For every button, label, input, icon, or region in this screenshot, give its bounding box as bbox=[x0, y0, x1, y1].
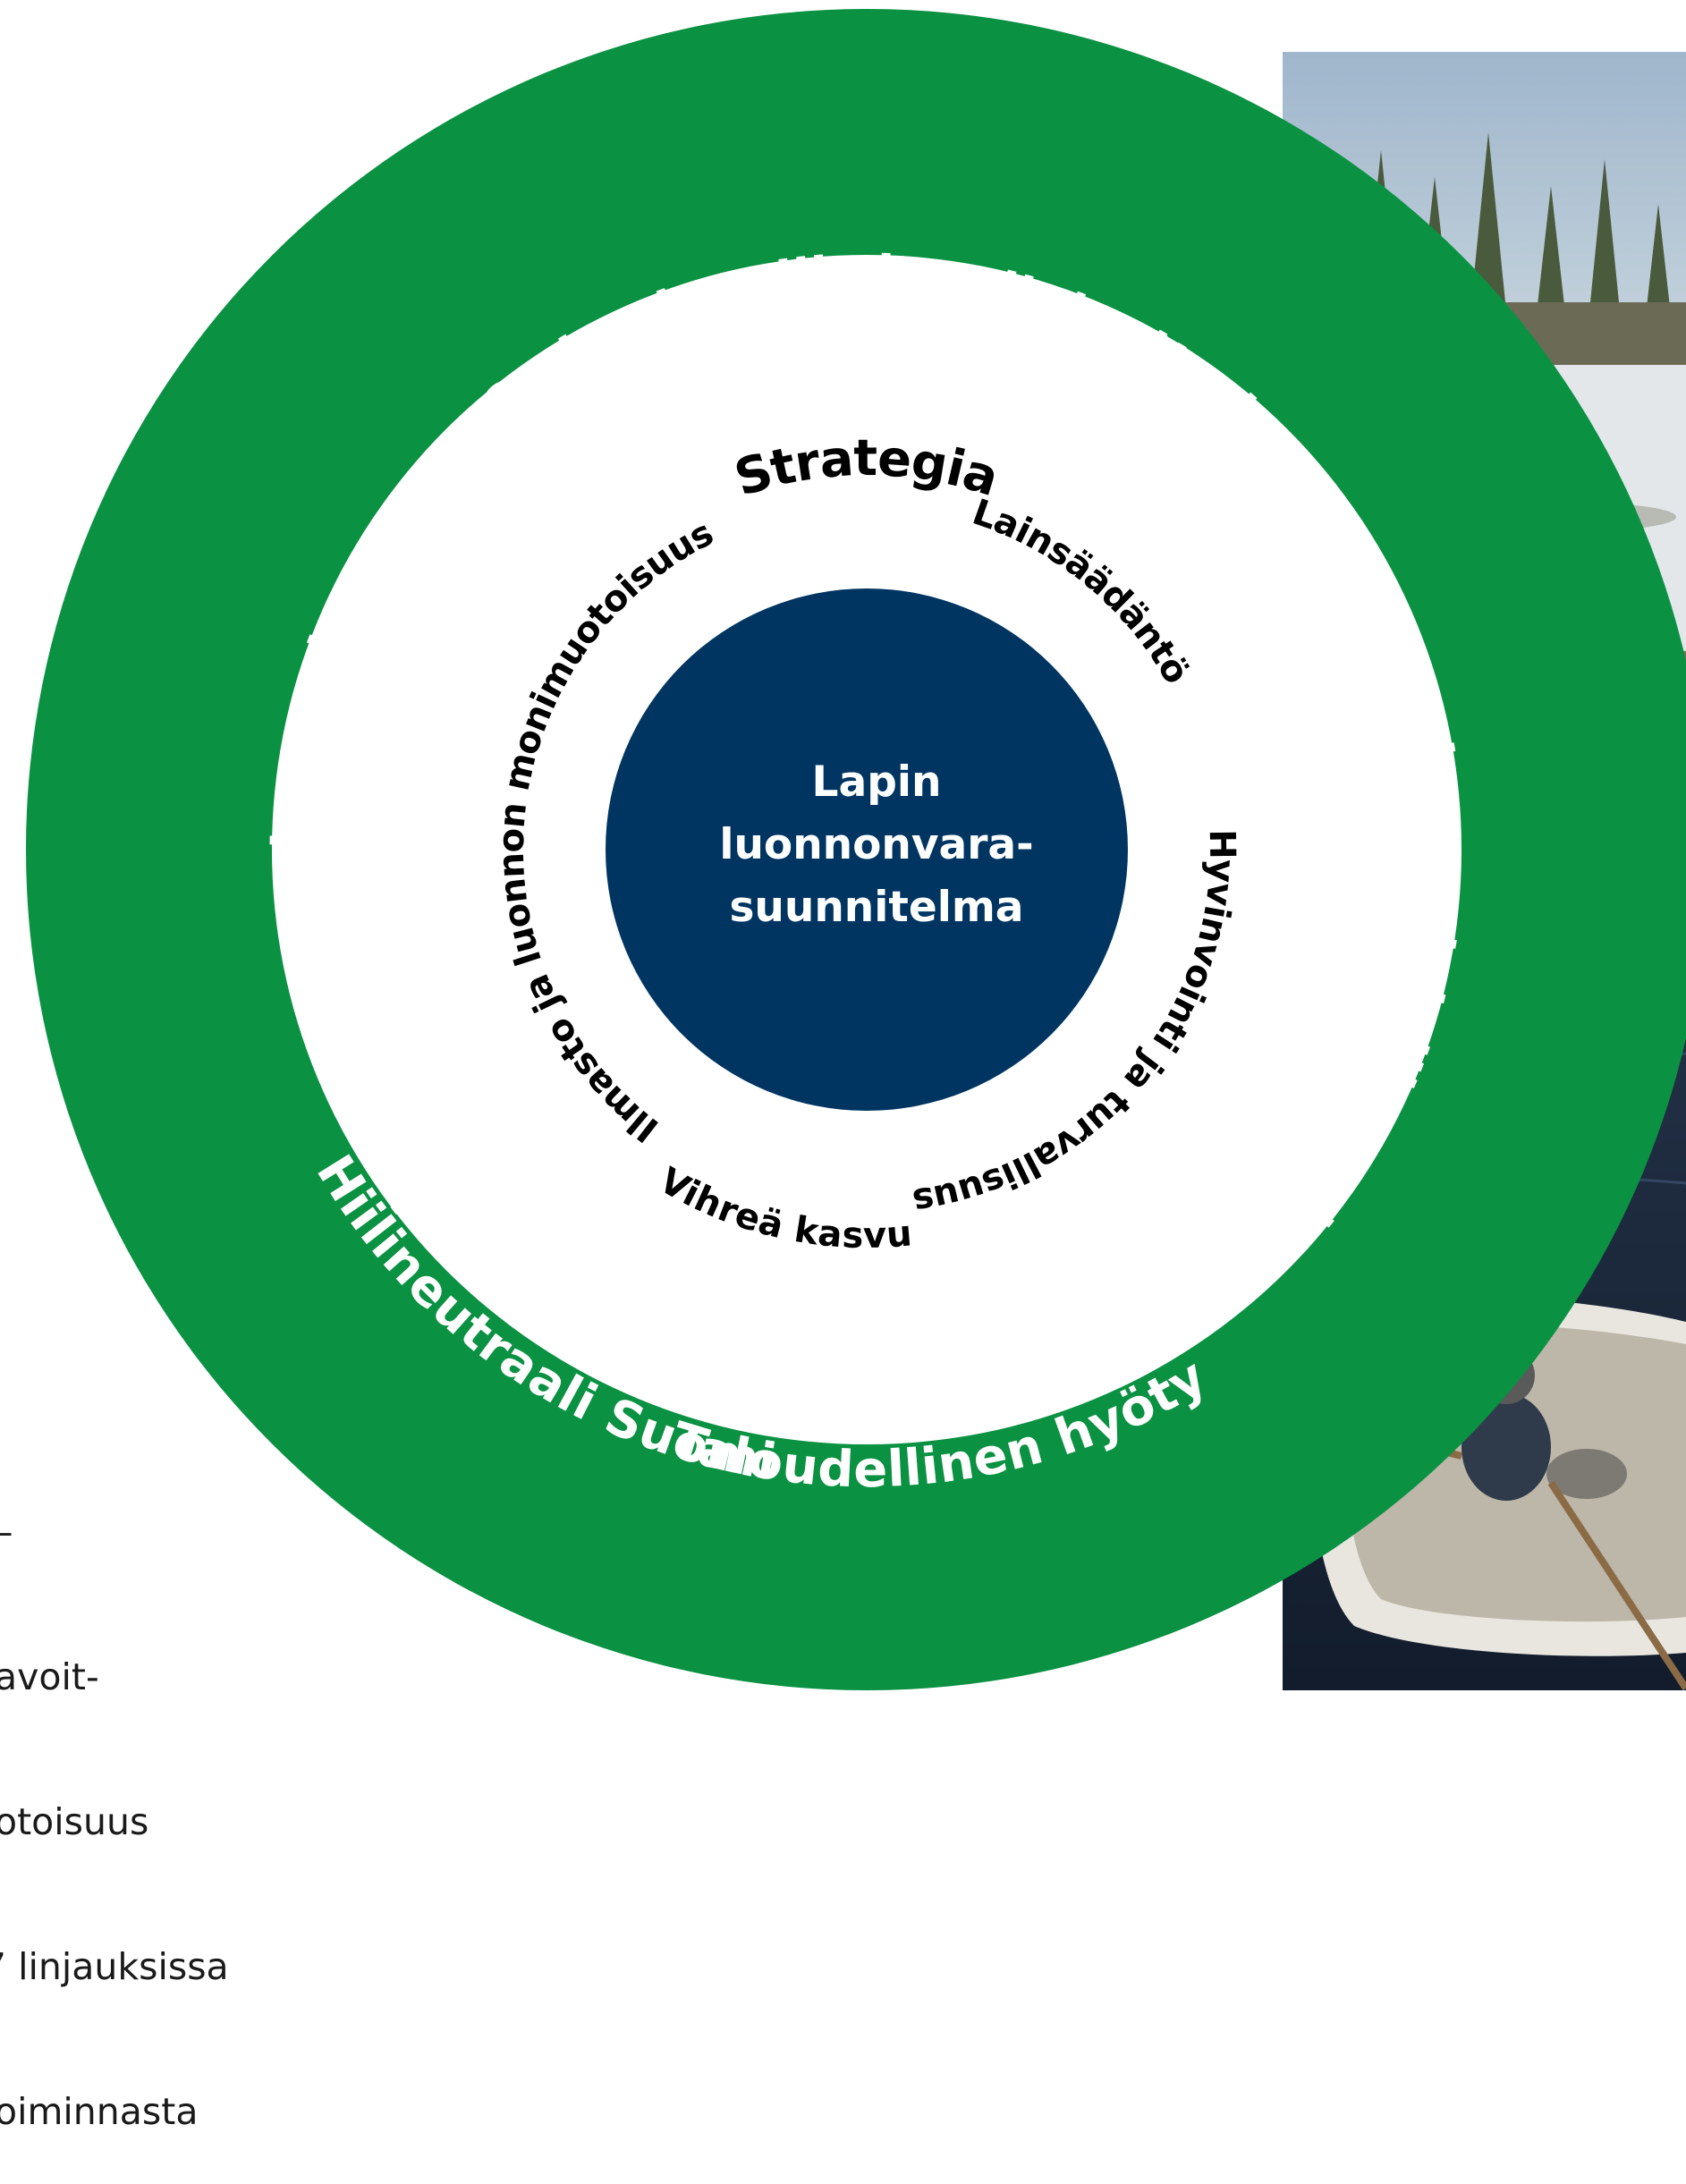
core-title-line-1: Lapin bbox=[812, 758, 942, 807]
cropped-text-line: ’ linjauksissa bbox=[0, 1945, 229, 1988]
cropped-text-line: – bbox=[0, 1508, 229, 1556]
core-title-line-2: luonnonvara- bbox=[719, 820, 1033, 869]
cropped-text-line: otoisuus bbox=[0, 1800, 149, 1843]
core-circle bbox=[606, 588, 1128, 1111]
concentric-diagram: Omistajapoliittiset linjaukset Luonnon m… bbox=[26, 9, 1686, 1690]
cropped-text-line: oiminnasta bbox=[0, 2090, 199, 2133]
core-title-line-3: suunnitelma bbox=[729, 883, 1023, 932]
